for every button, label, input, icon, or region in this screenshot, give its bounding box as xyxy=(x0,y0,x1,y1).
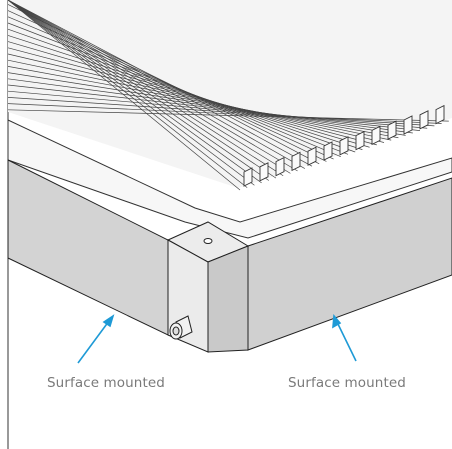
blade-line xyxy=(7,0,277,179)
blade-line xyxy=(7,0,291,174)
blade-line xyxy=(7,0,255,186)
louvre-blades xyxy=(7,0,452,191)
blade-line xyxy=(7,16,341,158)
blade-line xyxy=(7,59,392,141)
blade-line xyxy=(7,22,349,155)
blade-line xyxy=(7,66,399,139)
blade-end xyxy=(419,110,429,130)
callout-label-left: Surface mounted xyxy=(47,375,165,391)
blade-end xyxy=(355,130,365,151)
blade-line xyxy=(7,103,442,124)
blade-line xyxy=(7,78,413,134)
blade-line xyxy=(7,97,435,127)
blade-end xyxy=(243,167,253,187)
callout-label-right: Surface mounted xyxy=(288,375,406,391)
blade-end xyxy=(387,120,397,140)
callout-arrow-right xyxy=(332,314,357,362)
drain-spout xyxy=(169,315,193,340)
blade-line xyxy=(7,109,449,122)
blade-line xyxy=(7,0,248,188)
blade-end xyxy=(275,156,285,177)
blade-line xyxy=(7,47,377,146)
blade-line xyxy=(7,0,241,191)
blade-line xyxy=(7,10,334,160)
blade-line xyxy=(7,90,428,129)
blade-line xyxy=(7,28,356,153)
blade-line xyxy=(7,53,385,143)
blade-end xyxy=(403,115,413,135)
blade-line xyxy=(7,84,421,131)
blade-end xyxy=(307,146,317,166)
blade-end xyxy=(259,162,269,182)
blade-end xyxy=(435,104,445,125)
callout-arrow-left xyxy=(77,314,115,364)
blade-end xyxy=(339,136,349,156)
blade-end xyxy=(323,141,333,161)
blade-line xyxy=(7,35,363,150)
blade-line xyxy=(7,0,284,177)
blade-line xyxy=(7,72,406,136)
blade-line xyxy=(7,0,262,184)
blade-end xyxy=(371,125,381,146)
frame-top-deck xyxy=(7,119,452,239)
blade-line xyxy=(7,0,305,169)
corner-post xyxy=(166,221,250,353)
blade-end xyxy=(291,151,301,172)
blade-line xyxy=(7,41,370,148)
